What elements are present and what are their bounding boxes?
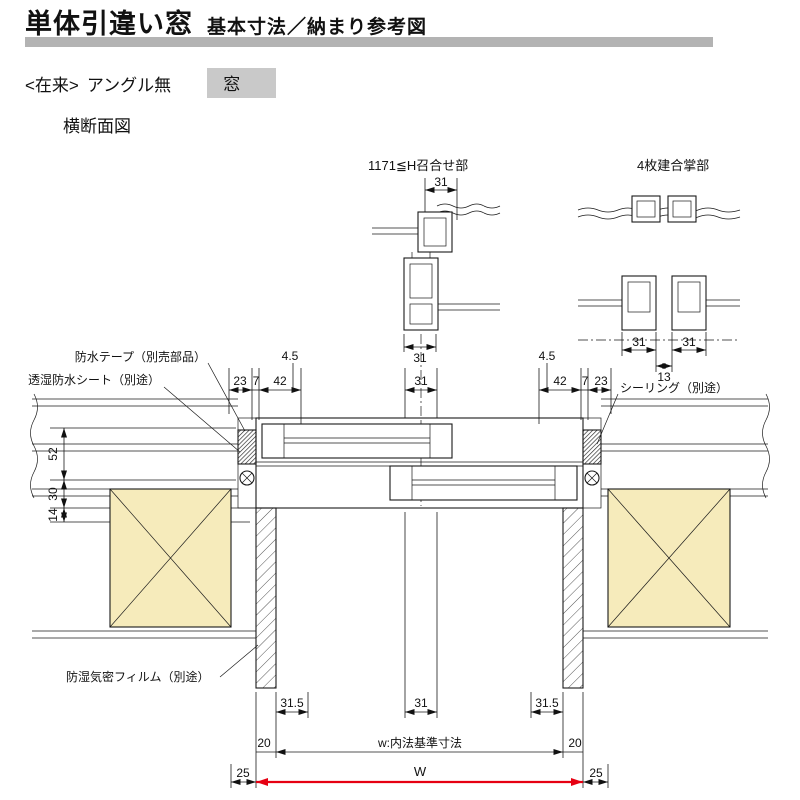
dim-bottom-315-left: 31.5: [280, 696, 304, 710]
break-line-right: [762, 393, 770, 499]
tag-angle: アングル無: [86, 75, 172, 95]
dim-vert-14: 14: [46, 508, 60, 522]
dim-bottom-25-left: 25: [236, 766, 250, 780]
dim-left-45: 4.5: [282, 349, 299, 363]
page-subtitle: 基本寸法／納まり参考図: [207, 17, 428, 38]
title-underline-bar: [25, 37, 713, 47]
four-panel-label: 4枚建合掌部: [637, 158, 709, 173]
callout-breathable-sheet: 透湿防水シート（別途）: [28, 372, 160, 387]
meeting-stile-detail: 1171≦H召合せ部 31 31: [368, 158, 501, 416]
dim-four-panel-overlap: 13: [657, 370, 671, 384]
bottom-dimensions: 31.5 31 31.5 20 w:内法基準寸法 20 25 25 W: [230, 512, 609, 788]
dim-right-23: 23: [594, 374, 608, 388]
tag-construction-type: <在来>: [25, 75, 79, 95]
screw-symbol-right: [584, 470, 600, 486]
tag-window: 窓: [207, 68, 277, 98]
dim-bottom-20-left: 20: [257, 736, 271, 750]
dim-bottom-25-right: 25: [589, 766, 603, 780]
callout-waterproof-tape: 防水テープ（別売部品）: [75, 349, 206, 364]
dim-center-31: 31: [414, 374, 428, 388]
dim-bottom-31-center: 31: [414, 696, 428, 710]
dim-right-7: 7: [582, 374, 589, 388]
window-frame: [237, 417, 602, 509]
dim-overall-width: W: [414, 764, 427, 779]
casing-right: [562, 507, 584, 689]
right-wall-column: [607, 488, 731, 628]
seal-block-right: [582, 429, 602, 465]
exterior-sash: [261, 423, 453, 459]
dim-right-45: 4.5: [539, 349, 556, 363]
dim-meeting-bottom: 31: [413, 351, 427, 365]
dim-bottom-315-right: 31.5: [535, 696, 559, 710]
tag-row: <在来> アングル無 窓: [25, 68, 277, 98]
callouts: 防水テープ（別売部品） 透湿防水シート（別途） シーリング（別途） 防湿気密フィ…: [28, 349, 728, 684]
dim-vert-30: 30: [46, 487, 60, 501]
interior-sash: [389, 465, 578, 501]
dim-vert-52: 52: [46, 447, 60, 461]
page-title: 単体引違い窓: [25, 9, 193, 39]
callout-sealing: シーリング（別途）: [620, 380, 728, 395]
left-wall-column: [109, 488, 232, 628]
dim-meeting-top: 31: [434, 175, 448, 189]
section-title: 横断面図: [63, 117, 131, 136]
dim-left-23: 23: [233, 374, 247, 388]
casing-left: [255, 507, 277, 689]
dim-right-42: 42: [553, 374, 567, 388]
page-header: 単体引違い窓 基本寸法／納まり参考図: [25, 2, 427, 41]
screw-symbol-left: [239, 470, 255, 486]
dim-bottom-20-right: 20: [568, 736, 582, 750]
dim-four-panel-right: 31: [682, 335, 696, 349]
break-line-left: [30, 393, 38, 499]
dim-left-42: 42: [273, 374, 287, 388]
four-panel-detail: 4枚建合掌部 31 31 13: [577, 158, 741, 384]
dim-left-7: 7: [253, 374, 260, 388]
cross-section-drawing: 1171≦H召合せ部 31 31 4枚建合掌部: [28, 158, 770, 788]
meeting-stile-label: 1171≦H召合せ部: [368, 158, 468, 173]
callout-moisture-film: 防湿気密フィルム（別途）: [66, 669, 210, 684]
top-dimensions: 23 7 42 4.5 31 42 7 23 4.5: [228, 349, 612, 424]
dim-inner-width-label: w:内法基準寸法: [377, 735, 462, 750]
main-section: 52 30 14: [30, 393, 770, 689]
dim-four-panel-left: 31: [632, 335, 646, 349]
seal-block-left: [237, 429, 257, 465]
